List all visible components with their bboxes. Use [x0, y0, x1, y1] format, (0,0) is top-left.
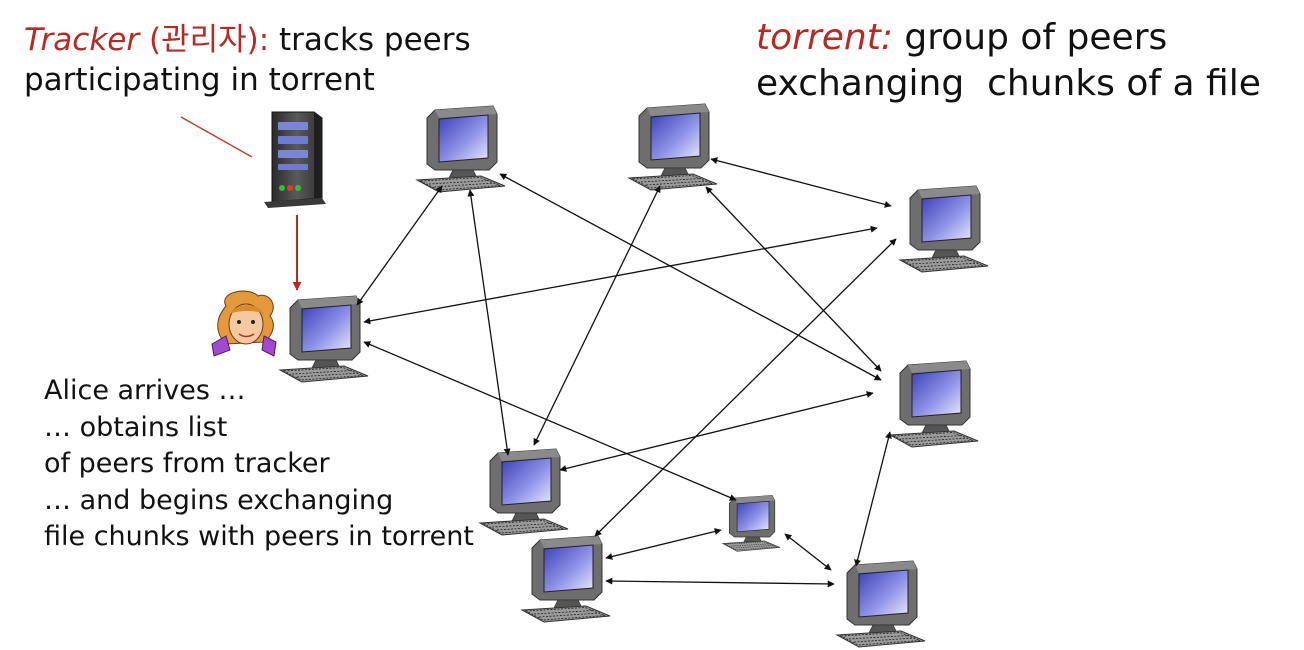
tracker-desc-line2: participating in torrent — [24, 62, 375, 98]
tracker-note: Tracker (관리자): tracks peers participatin… — [24, 20, 471, 100]
alice-note-line: … and begins exchanging — [44, 484, 394, 516]
torrent-desc-line1: group of peers — [904, 17, 1168, 58]
alice-note: Alice arrives … … obtains list of peers … — [44, 373, 474, 556]
alice-note-line: … obtains list — [44, 411, 228, 443]
peer-connections — [356, 157, 897, 588]
torrent-note: torrent: group of peers exchanging chunk… — [756, 15, 1261, 107]
alice-note-line: Alice arrives … — [44, 375, 246, 406]
link-9 — [594, 238, 897, 537]
alice-laptop — [279, 295, 369, 383]
tracker-note-line1: Tracker (관리자): tracks peers — [24, 20, 471, 60]
link-12 — [605, 528, 722, 560]
peer-laptop-4 — [889, 360, 979, 448]
link-3 — [499, 173, 882, 381]
alice-note-line: file chunks with peers in torrent — [44, 521, 474, 552]
link-11 — [854, 431, 892, 567]
peer-laptop-7 — [521, 535, 611, 623]
peer-laptop-1 — [416, 105, 506, 193]
tracker-desc-line1: tracks peers — [279, 22, 471, 58]
peer-laptop-2 — [628, 103, 718, 191]
tracker-korean: (관리자): — [148, 22, 270, 58]
link-10 — [559, 391, 874, 472]
torrent-desc-line2: exchanging chunks of a file — [756, 63, 1261, 104]
peer-laptop-8 — [836, 560, 926, 648]
alice-avatar — [211, 290, 277, 357]
peer-laptop-5 — [479, 448, 569, 536]
peer-laptop-6 — [722, 495, 781, 552]
link-14 — [605, 577, 835, 588]
link-4 — [533, 185, 661, 446]
tracker-term: Tracker — [24, 22, 140, 58]
link-5 — [710, 157, 892, 208]
link-13 — [784, 533, 832, 571]
torrent-note-line1: torrent: group of peers — [756, 15, 1261, 61]
link-7 — [363, 225, 878, 325]
peer-laptop-3 — [899, 185, 989, 273]
server-icon — [264, 111, 326, 208]
link-2 — [467, 189, 511, 456]
tracker-pointer-line — [180, 116, 253, 158]
torrent-term: torrent: — [756, 17, 893, 58]
alice-note-line: of peers from tracker — [44, 448, 330, 479]
link-1 — [356, 185, 443, 306]
